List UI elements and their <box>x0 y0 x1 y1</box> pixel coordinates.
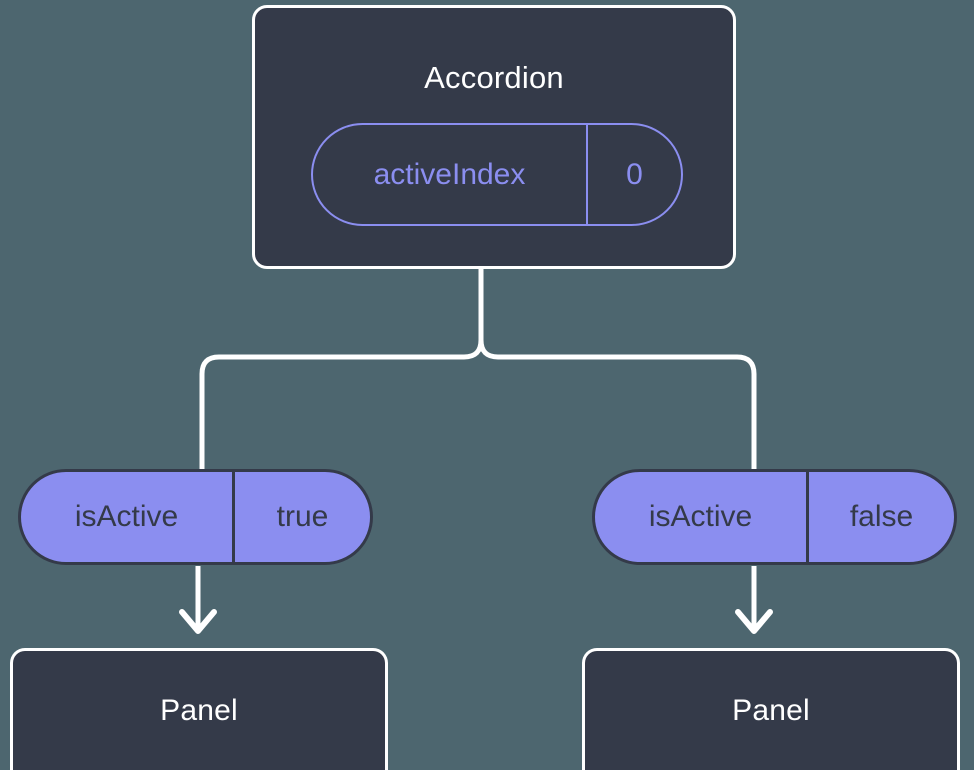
panel-node-left[interactable]: Panel <box>10 648 388 770</box>
is-active-true-pill[interactable]: isActive true <box>18 469 373 565</box>
is-active-false-value-label: false <box>849 500 914 533</box>
panel-node-left-title: Panel <box>160 694 238 727</box>
accordion-node[interactable]: Accordion activeIndex 0 <box>252 5 736 269</box>
active-index-state-pill[interactable]: activeIndex 0 <box>311 123 683 226</box>
panel-node-right-title: Panel <box>732 694 810 727</box>
active-index-value-label: 0 <box>626 157 643 191</box>
is-active-true-value-label: true <box>276 500 329 533</box>
fork-connector-right <box>478 265 757 473</box>
is-active-true-key-label: isActive <box>21 472 235 562</box>
active-index-key-label: activeIndex <box>313 125 588 224</box>
is-active-false-pill[interactable]: isActive false <box>592 469 957 565</box>
accordion-node-title: Accordion <box>424 60 564 95</box>
panel-node-right[interactable]: Panel <box>582 648 960 770</box>
arrow-head-left-icon <box>179 609 217 634</box>
fork-connector <box>199 265 484 473</box>
arrow-head-right-icon <box>735 609 773 634</box>
is-active-false-key-label: isActive <box>595 472 809 562</box>
